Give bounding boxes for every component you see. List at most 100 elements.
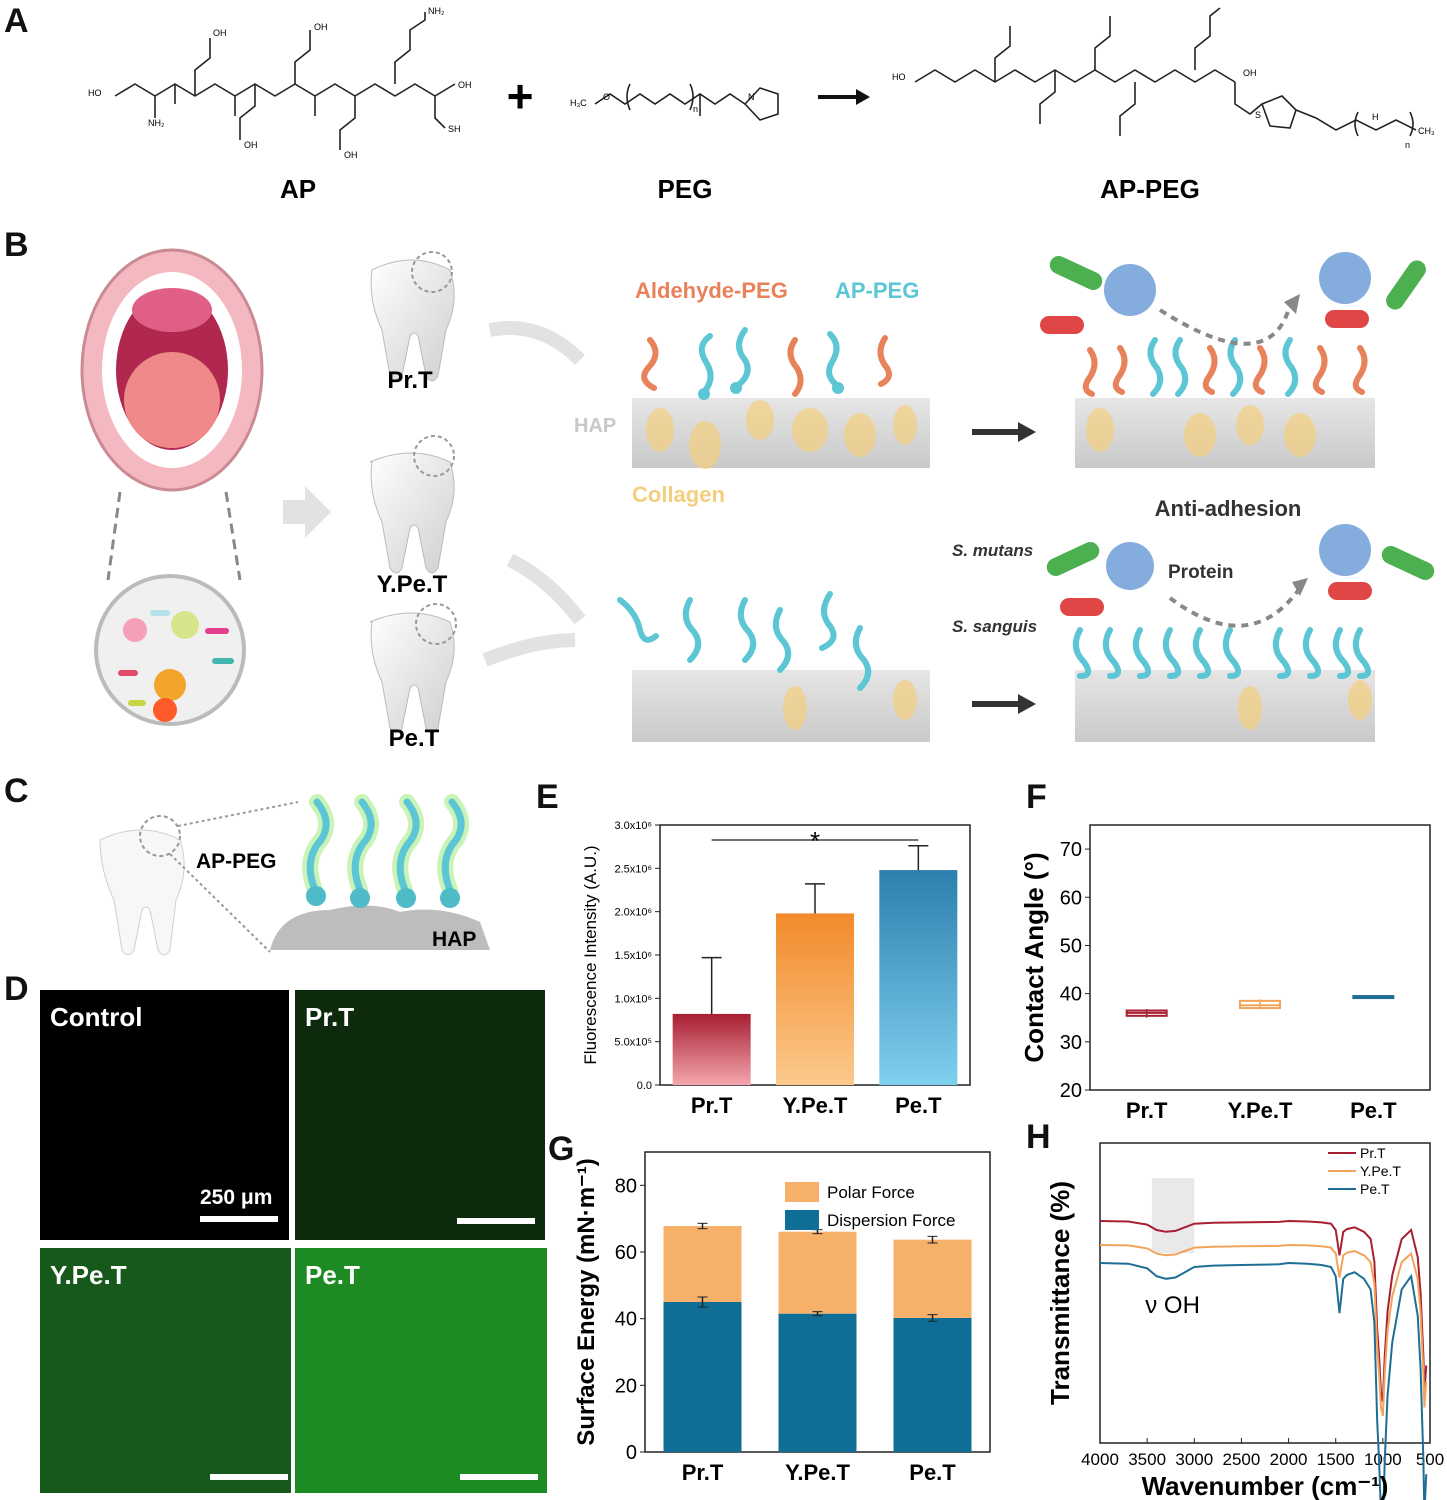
hap-layer-4 [1075,670,1375,742]
scalebar-control [200,1216,278,1222]
chem-ho-1: HO [88,88,102,98]
y-axis-label: Transmittance (%) [1045,1181,1075,1405]
y-axis-label: Contact Angle (°) [1019,852,1049,1062]
chart-e-fluorescence: 0.05.0x10⁵1.0x10⁶1.5x10⁶2.0x10⁶2.5x10⁶3.… [581,820,971,1118]
panel-label-f: F [1026,778,1047,816]
label-s-sanguis: S. sanguis [952,617,1037,636]
spectrum-Y.Pe.T [1099,1243,1428,1417]
x-tick-label: 1500 [1317,1450,1355,1469]
panel-label-d: D [4,970,29,1008]
micrograph-ypet: Y.Pe.T [40,1248,291,1493]
y-tick-label: 30 [1060,1032,1082,1054]
panel-a-reaction-scheme: HO NH₂ OH OH OH OH NH₂ SH OH AP + H₃C O … [88,6,1435,204]
label-ap-peg-c: AP-PEG [196,850,277,873]
chem-sh: SH [448,124,461,134]
bar-Y.Pe.T [776,913,854,1085]
plot-frame [1099,1142,1431,1444]
legend-swatch-dispersion [785,1210,819,1230]
scalebar-ypet [210,1474,288,1480]
bar-dispersion-Pe.T [893,1318,972,1452]
oh-highlight-band [1151,1178,1195,1253]
y-tick-label: 2.0x10⁶ [614,907,652,919]
x-tick-label: Pe.T [1350,1098,1397,1123]
peg-maleimide-structure [594,83,779,121]
spectrum-Pe.T [1099,1261,1428,1500]
x-axis-label: Wavenumber (cm⁻¹) [1142,1471,1389,1500]
y-tick-label: 20 [615,1375,637,1397]
bar-polar-Y.Pe.T [778,1231,857,1314]
label-tooth-ypet: Y.Pe.T [377,571,448,598]
tooth-pet [369,603,457,734]
chem-n-ap-peg: n [1405,140,1410,150]
spectrum-Pr.T [1099,1219,1428,1402]
micrograph-label-pet: Pe.T [305,1260,360,1290]
micrograph-label-prt: Pr.T [305,1002,355,1032]
arrow-upper [972,422,1036,442]
y-tick-label: 2.5x10⁶ [614,863,652,875]
tooth-c [99,829,185,956]
chem-h3c: H₃C [570,98,587,108]
y-tick-label: 3.0x10⁶ [614,820,652,832]
chem-oh-2: OH [244,140,258,150]
y-tick-label: 70 [1060,839,1082,861]
arrow-to-teeth [283,486,331,538]
annotation-v-oh: ν OH [1145,1292,1200,1319]
y-tick-label: 5.0x10⁵ [614,1037,652,1049]
reaction-arrow [818,89,870,105]
x-tick-label: Y.Pe.T [785,1460,850,1485]
hap-layer-2 [1075,398,1375,468]
micrograph-label-ypet: Y.Pe.T [50,1260,127,1290]
legend-label-polar: Polar Force [827,1183,915,1202]
label-aldehyde-peg: Aldehyde-PEG [635,278,788,303]
panel-c-schematic: AP-PEG HAP [99,794,490,956]
chem-n-mal: N [748,92,755,102]
y-tick-label: 20 [1060,1080,1082,1102]
scalebar-prt [457,1218,535,1224]
label-s-mutans: S. mutans [952,541,1033,560]
y-axis-label: Surface Energy (mN·m⁻¹) [573,1158,600,1445]
x-tick-label: Pe.T [909,1460,956,1485]
micrograph-prt: Pr.T [295,990,545,1240]
legend-label-dispersion: Dispersion Force [827,1211,956,1230]
micrograph-label-control: Control [50,1002,143,1032]
panel-label-h: H [1026,1118,1051,1156]
scalebar-text: 250 μm [200,1186,273,1209]
plot-frame [1089,824,1431,1091]
y-axis-label: Fluorescence Intensity (A.U.) [581,845,600,1064]
y-tick-label: 1.5x10⁶ [614,950,652,962]
legend-swatch-polar [785,1182,819,1202]
arrow-lower [972,694,1036,714]
hap-layer-1 [632,398,930,468]
bar-dispersion-Y.Pe.T [778,1313,857,1452]
label-collagen: Collagen [632,482,725,507]
label-peg: PEG [658,174,713,204]
x-tick-label: Pr.T [691,1093,733,1118]
x-tick-label: 500 [1416,1450,1444,1469]
bar-polar-Pr.T [663,1226,742,1302]
panel-label-c: C [4,772,29,810]
chem-nh2-2: NH₂ [428,6,445,16]
legend-label-Y.Pe.T: Y.Pe.T [1360,1163,1401,1179]
x-tick-label: 2000 [1270,1450,1308,1469]
micrograph-control: Control 250 μm [40,990,289,1240]
significance-star: * [810,826,820,856]
chem-oh-1: OH [213,28,227,38]
label-tooth-pet: Pe.T [389,725,440,752]
chem-n-sub: n [693,104,698,114]
bacteria-upper [1040,252,1426,346]
bacteria-dish-illustration [94,574,246,726]
chem-oh-4: OH [344,150,358,160]
y-tick-label: 60 [615,1242,637,1264]
x-tick-label: Y.Pe.T [783,1093,848,1118]
x-tick-label: 3000 [1175,1450,1213,1469]
y-tick-label: 1.0x10⁶ [614,993,652,1005]
y-tick-label: 50 [1060,935,1082,957]
chem-oh-5: OH [458,80,472,90]
bar-Pe.T [879,870,958,1085]
tooth-prt [370,251,455,382]
panel-label-e: E [536,778,559,816]
legend-label-Pe.T: Pe.T [1360,1181,1390,1197]
